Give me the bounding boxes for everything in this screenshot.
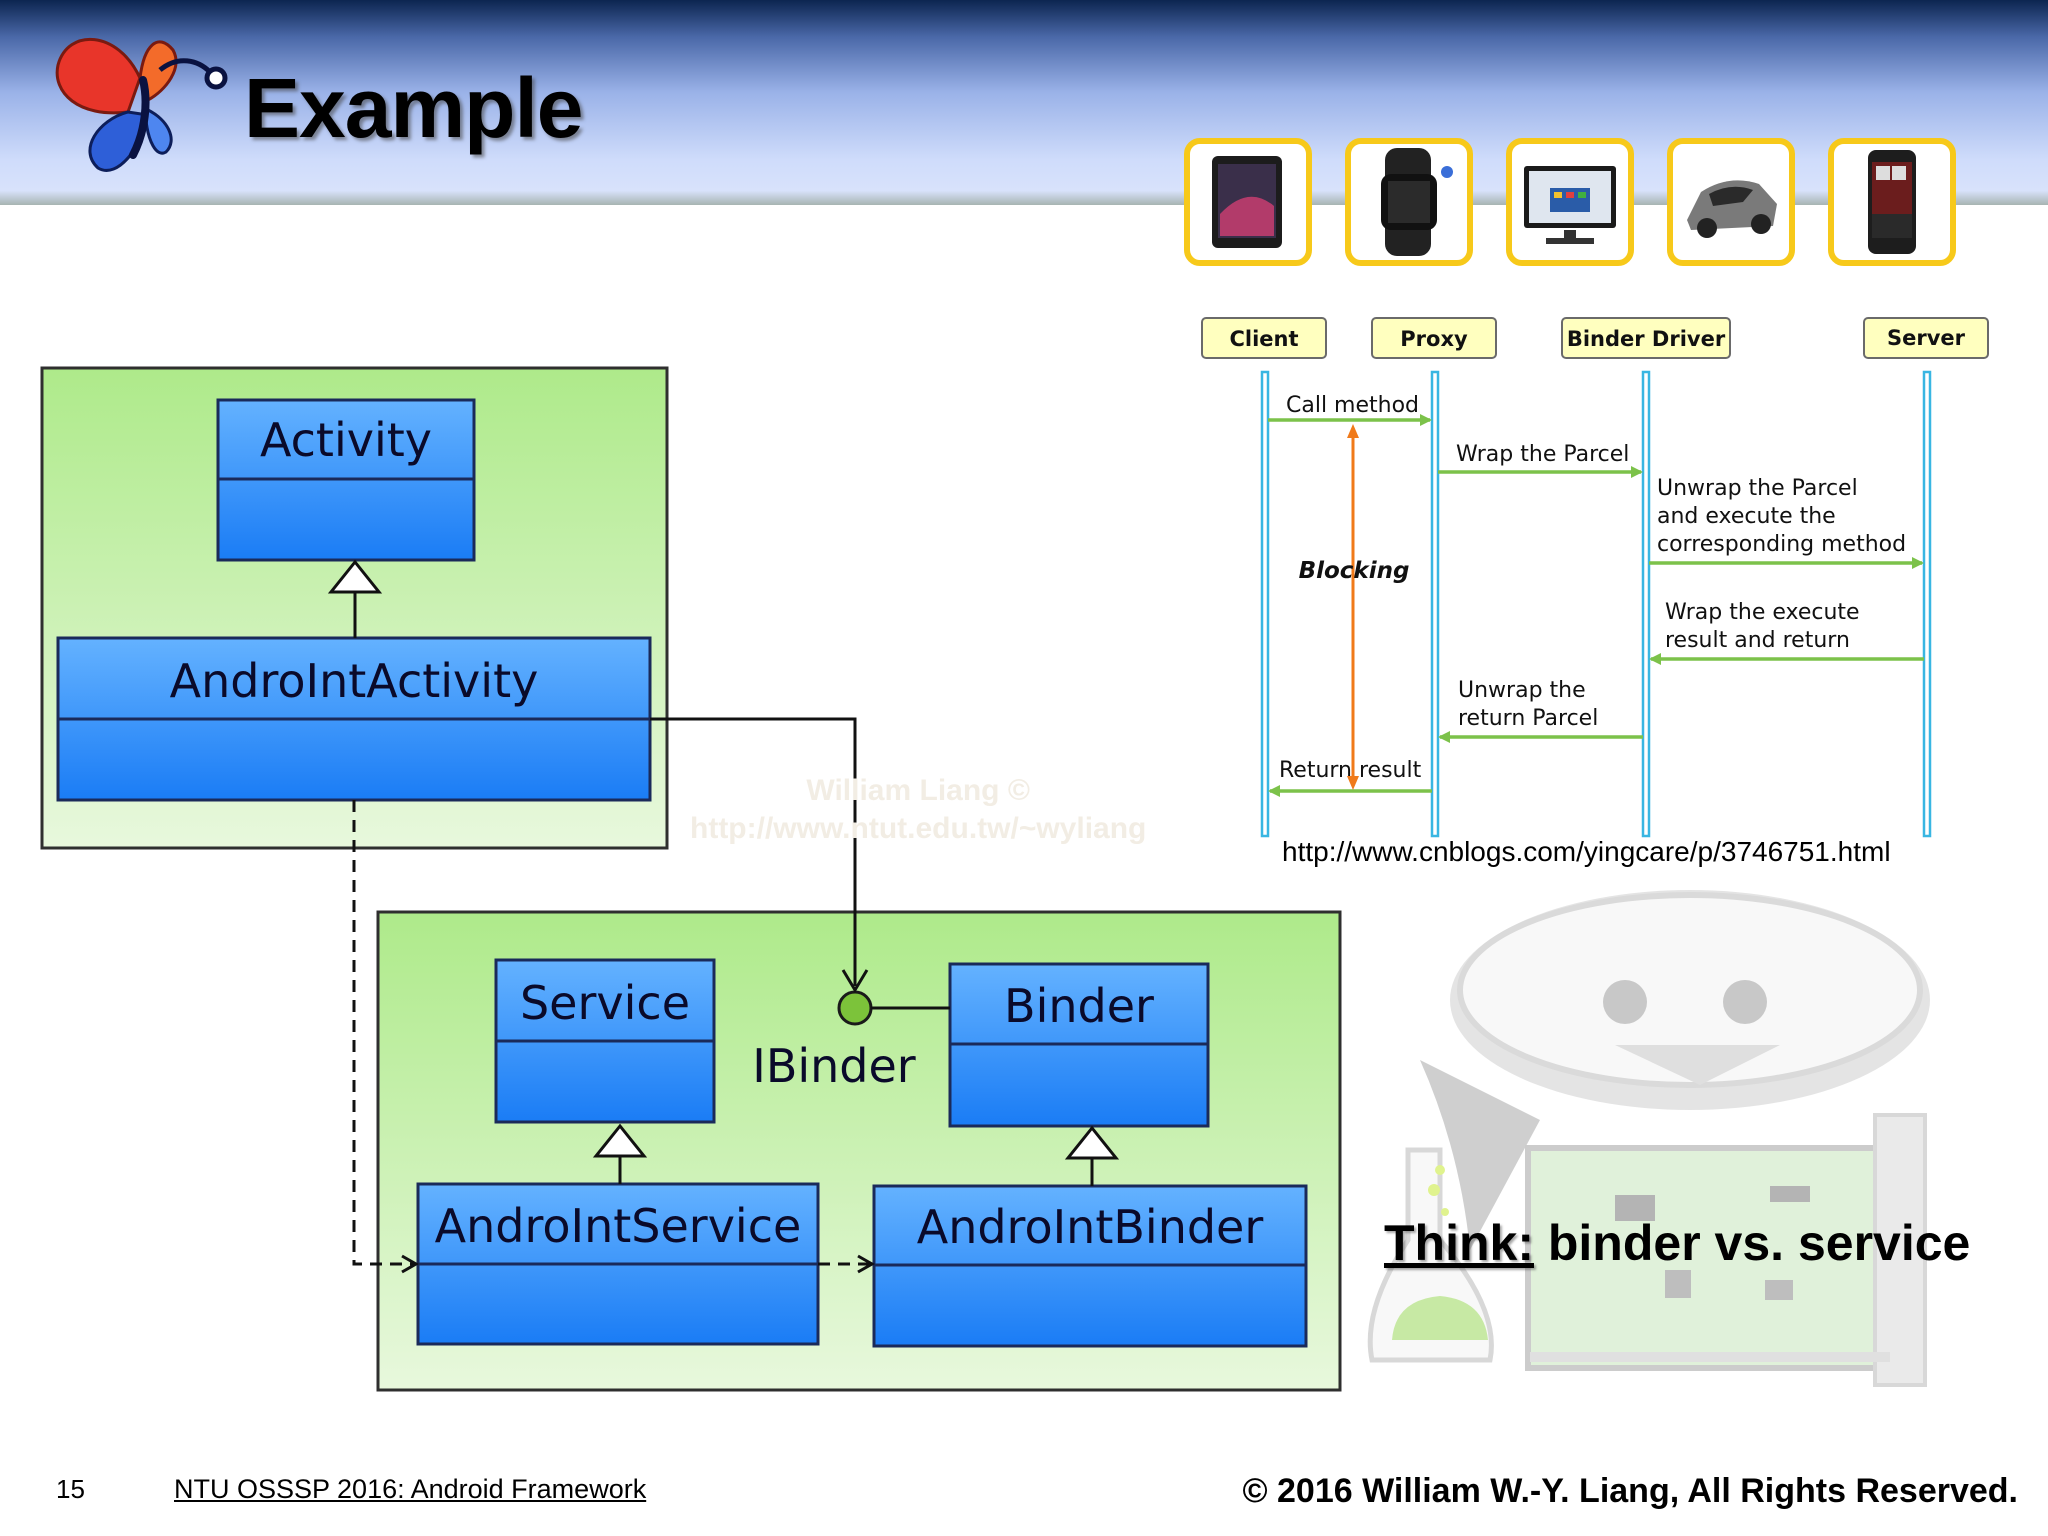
participant-proxy xyxy=(1371,317,1497,359)
think-lead: Think: xyxy=(1384,1215,1534,1271)
interface-label: IBinder xyxy=(752,1039,916,1093)
page-number: 15 xyxy=(56,1474,85,1504)
car-icon xyxy=(1667,138,1795,266)
message-wrap-result-label-2: result and return xyxy=(1665,628,1850,653)
smartphone-icon xyxy=(1828,138,1956,266)
course-link[interactable]: NTU OSSSP 2016: Android Framework xyxy=(174,1474,647,1504)
lifeline-binder-driver xyxy=(1641,370,1651,838)
message-wrap-parcel-label: Wrap the Parcel xyxy=(1456,442,1629,467)
watermark-name: William Liang © xyxy=(806,774,1030,807)
participant-binder-driver xyxy=(1561,317,1731,359)
message-unwrap-return-label-2: return Parcel xyxy=(1458,706,1598,731)
think-prompt: Think: binder vs. service xyxy=(1384,1214,1970,1272)
butterfly-logo-icon xyxy=(55,38,228,172)
class-androintbinder: AndroIntBinder xyxy=(872,1184,1308,1348)
message-call-method-label: Call method xyxy=(1286,393,1419,418)
copyright-notice: © 2016 William W.-Y. Liang, All Rights R… xyxy=(1242,1472,2018,1510)
class-activity-label: Activity xyxy=(260,413,432,467)
participant-client xyxy=(1201,317,1327,359)
source-url[interactable]: http://www.cnblogs.com/yingcare/p/374675… xyxy=(1282,836,1891,867)
watermark-url: http://www.ntut.edu.tw/~wyliang xyxy=(690,812,1147,845)
participant-client-label: Client xyxy=(1229,327,1298,351)
television-icon xyxy=(1506,138,1634,266)
author-watermark: William Liang © http://www.ntut.edu.tw/~… xyxy=(690,772,1146,848)
class-binder-label: Binder xyxy=(1004,979,1154,1033)
uses-connector xyxy=(650,717,857,986)
class-binder: Binder xyxy=(948,962,1210,1128)
class-service-label: Service xyxy=(520,976,690,1030)
participant-server xyxy=(1863,317,1989,359)
message-unwrap-execute-label-3: corresponding method xyxy=(1657,532,1906,557)
message-unwrap-return-label-1: Unwrap the xyxy=(1458,678,1586,703)
lifeline-server xyxy=(1922,370,1932,838)
class-androintservice-label: AndroIntService xyxy=(435,1199,802,1253)
lifeline-client xyxy=(1260,370,1270,838)
class-androintactivity: AndroIntActivity xyxy=(56,636,652,802)
participant-proxy-label: Proxy xyxy=(1400,327,1468,351)
lifeline-proxy xyxy=(1430,370,1440,838)
think-question: binder vs. service xyxy=(1533,1215,1971,1271)
penguin-mascot-watermark xyxy=(1367,890,1930,1387)
dependency-connector xyxy=(352,800,414,1266)
smartwatch-icon xyxy=(1345,138,1473,266)
participant-server-label: Server xyxy=(1887,326,1966,350)
blocking-label: Blocking xyxy=(1299,558,1410,584)
class-service: Service xyxy=(494,958,716,1124)
inheritance-arrow xyxy=(1064,1125,1120,1160)
inheritance-arrow xyxy=(592,1123,648,1158)
class-activity: Activity xyxy=(216,398,476,562)
class-androintservice: AndroIntService xyxy=(416,1182,820,1346)
message-unwrap-execute-label-2: and execute the xyxy=(1657,504,1836,529)
tablet-icon xyxy=(1184,138,1312,266)
class-androintbinder-label: AndroIntBinder xyxy=(917,1200,1264,1254)
participant-binder-driver-label: Binder Driver xyxy=(1567,327,1726,351)
inheritance-arrow xyxy=(327,559,383,594)
class-androintactivity-label: AndroIntActivity xyxy=(170,654,539,708)
sequence-diagram: Client Proxy Binder Driver Server Call m… xyxy=(1201,317,1989,838)
ibinder-interface-icon xyxy=(837,990,873,1026)
message-unwrap-execute-label-1: Unwrap the Parcel xyxy=(1657,476,1858,501)
slide-title: Example xyxy=(244,61,584,155)
message-wrap-result-label-1: Wrap the execute xyxy=(1665,600,1860,625)
